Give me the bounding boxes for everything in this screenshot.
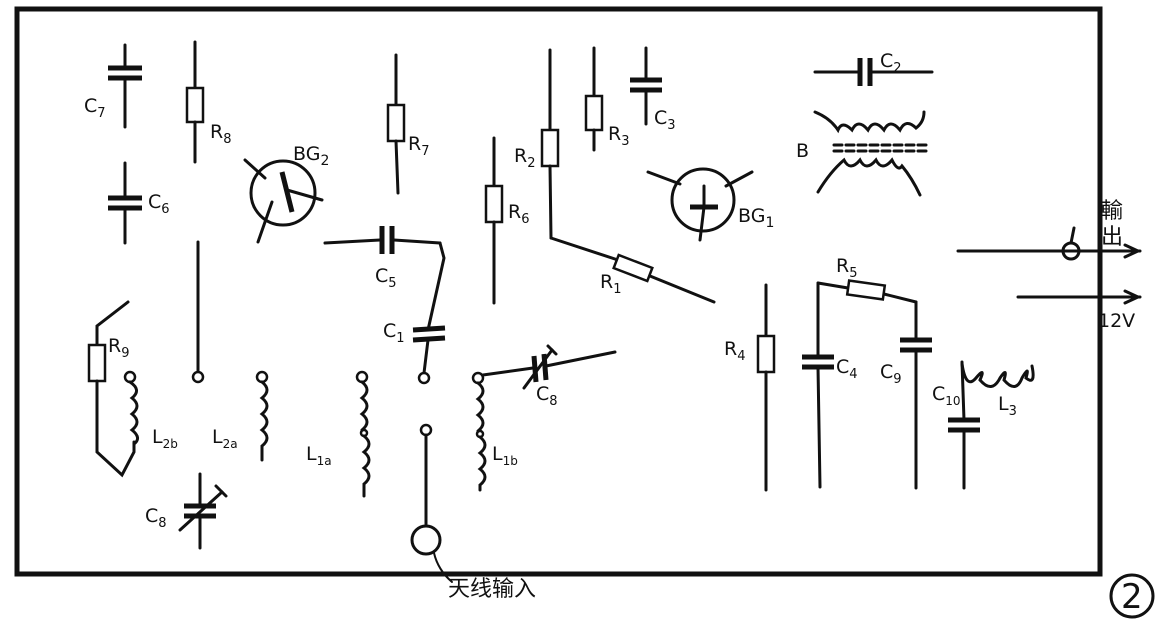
label-l1b: L1b [492, 443, 518, 468]
label-c4: C4 [836, 356, 858, 382]
label-l3: L3 [998, 393, 1017, 419]
label-c7: C7 [84, 95, 106, 121]
resistor-r6 [484, 136, 504, 305]
capacitor-c5 [323, 226, 446, 332]
resistor-r1 [549, 236, 716, 304]
label-r6: R6 [508, 201, 529, 227]
resistor-r7 [386, 53, 406, 195]
label-l2a: L2a [212, 426, 238, 451]
resistor-r8 [185, 40, 205, 164]
capacitor-c1 [412, 325, 446, 385]
resistor-r9 [87, 300, 136, 478]
output-label-bottom: 出 [1101, 225, 1123, 250]
label-c3: C3 [654, 107, 676, 133]
antenna-input [410, 423, 453, 583]
transistor-bg2 [243, 158, 324, 244]
transistor-bg1 [646, 167, 754, 242]
figure-number-badge: 2 [1109, 573, 1155, 619]
capacitor-c7 [108, 43, 142, 129]
supply-12v [1016, 289, 1142, 305]
capacitor-c9 [900, 337, 932, 490]
output-jack [956, 226, 1142, 261]
label-b: B [796, 140, 809, 162]
label-c10: C10 [932, 383, 961, 408]
capacitor-c2 [813, 58, 934, 86]
label-r2: R2 [514, 145, 535, 171]
transformer-b [813, 110, 930, 197]
label-c8-left: C8 [145, 505, 167, 531]
resistor-r3 [584, 46, 604, 152]
resistor-r5 [816, 279, 918, 358]
variable-capacitor-c8-right [481, 344, 617, 390]
label-c5: C5 [375, 265, 397, 291]
label-r1: R1 [600, 271, 621, 297]
label-r7: R7 [408, 133, 429, 159]
figure-number: 2 [1121, 577, 1143, 617]
label-c2: C2 [880, 50, 902, 76]
inductor-l1b [471, 371, 487, 492]
label-r4: R4 [724, 338, 745, 364]
supply-label: 12V [1098, 310, 1135, 332]
label-r3: R3 [608, 123, 629, 149]
label-r9: R9 [108, 335, 129, 361]
variable-capacitor-c8-left [178, 472, 228, 550]
resistor-r2 [540, 48, 560, 240]
inductor-l2b [123, 370, 139, 446]
output-label-top: 輸 [1101, 199, 1123, 224]
label-c1: C1 [383, 320, 405, 346]
antenna-label: 天线输入 [448, 577, 536, 602]
inductor-l1a [355, 370, 371, 498]
label-l2b: L2b [152, 426, 178, 451]
capacitor-c3 [630, 46, 662, 126]
label-c6: C6 [148, 191, 170, 217]
resistor-r4 [756, 283, 776, 492]
label-c9: C9 [880, 361, 902, 387]
board-outline [14, 6, 1103, 577]
label-bg1: BG1 [738, 205, 774, 231]
capacitor-c6 [108, 161, 142, 245]
inductor-l3 [960, 362, 1035, 388]
label-r5: R5 [836, 255, 857, 281]
label-c8-right: C8 [536, 383, 558, 409]
capacitor-c4 [802, 354, 834, 489]
label-r8: R8 [210, 121, 231, 147]
terminal-r8 [191, 240, 205, 384]
inductor-l2a [255, 370, 269, 462]
label-l1a: L1a [306, 443, 332, 468]
label-bg2: BG2 [293, 143, 329, 169]
